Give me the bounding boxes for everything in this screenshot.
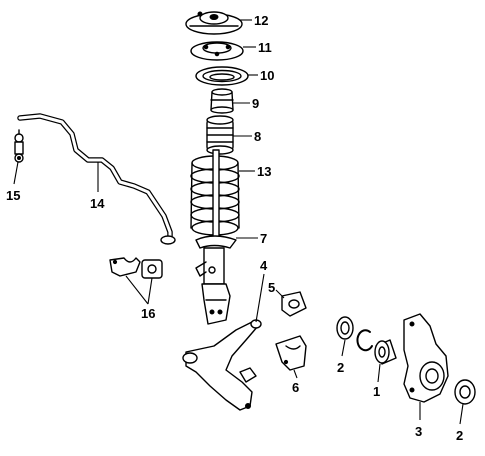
callout-3: 3: [415, 424, 422, 439]
callout-2-outer: 2: [456, 428, 463, 443]
part-stabilizer-bar: [17, 113, 176, 245]
callout-12: 12: [254, 13, 268, 28]
part-bearing-plate: [190, 41, 244, 61]
callout-15: 15: [6, 188, 20, 203]
callout-8: 8: [254, 129, 261, 144]
callout-6: 6: [292, 380, 299, 395]
part-stabilizer-bushing: [109, 257, 163, 279]
callout-4: 4: [260, 258, 268, 273]
part-hub-seal-outer: [454, 379, 476, 405]
part-strut-mount: [185, 11, 243, 35]
part-stabilizer-link: [14, 129, 24, 163]
part-wheel-bearing: [374, 339, 397, 365]
callout-5: 5: [268, 280, 275, 295]
part-hub-seal-inner: [336, 316, 354, 340]
callout-10: 10: [260, 68, 274, 83]
callout-7: 7: [260, 231, 267, 246]
part-lower-control-arm: [182, 319, 262, 411]
callout-14: 14: [90, 196, 105, 211]
callout-13: 13: [257, 164, 271, 179]
callout-11: 11: [258, 40, 272, 55]
part-bushing-bracket: [275, 335, 307, 371]
part-snap-ring: [356, 329, 373, 352]
leader-lines: [13, 19, 464, 425]
callout-1: 1: [373, 384, 380, 399]
part-bump-stop: [210, 88, 234, 114]
callout-2-inner: 2: [337, 360, 344, 375]
part-dust-boot: [206, 115, 234, 155]
callout-16: 16: [141, 306, 155, 321]
part-arm-bushing: [281, 291, 307, 317]
callout-9: 9: [252, 96, 259, 111]
part-steering-knuckle: [403, 313, 449, 403]
part-spring-insulator: [195, 66, 249, 86]
part-strut-assembly: [195, 149, 237, 325]
